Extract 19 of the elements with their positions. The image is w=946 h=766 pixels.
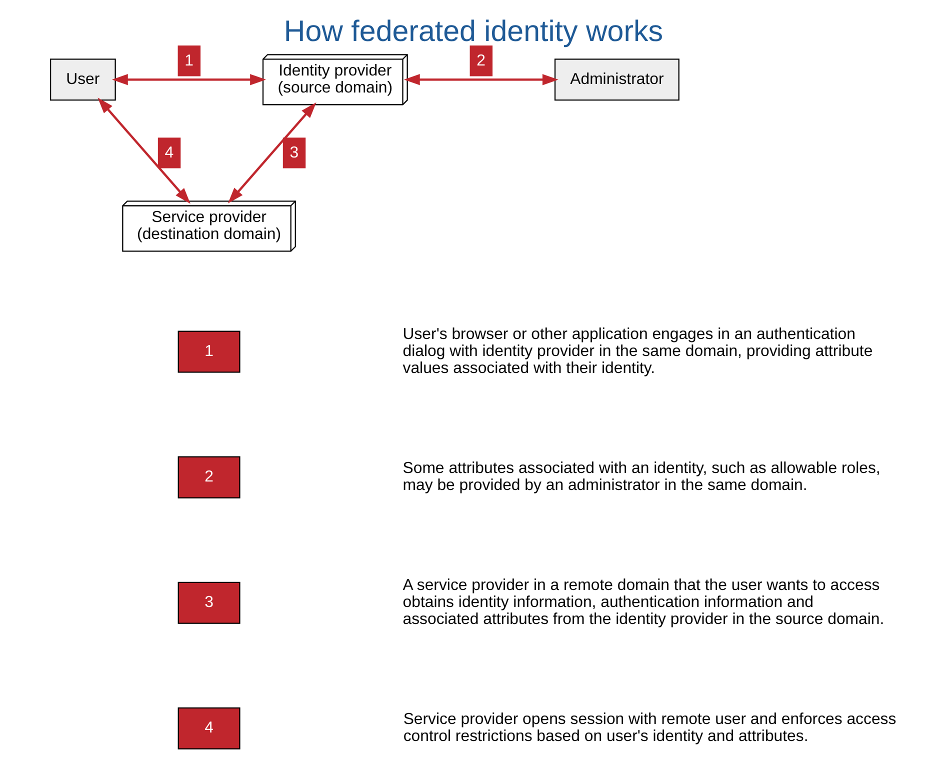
label: Service provider opens session with remote user and enforces access control restrictions based on user's identity and attributes. — [402, 711, 896, 746]
arrow — [403, 74, 558, 86]
edge-label: 4 — [164, 144, 174, 162]
arrow — [111, 74, 266, 86]
label: Some attributes associated with an identity, such as allowable roles, may be provided by an administrator in the same domain. — [402, 460, 880, 494]
node-box: User — [49, 58, 116, 101]
label: User's browser or other application engages in an authentication dialog with identity provider in the same domain, providing attribute values associated with their identity. — [402, 326, 872, 377]
edge-label: 3 — [289, 144, 298, 162]
label: 1 — [204, 342, 213, 360]
edge-label: 2 — [476, 52, 485, 70]
arrow — [227, 102, 316, 204]
edge-label: 1 — [184, 52, 193, 70]
label: A service provider in a remote domain that the user wants to access obtains identity information, authentication information and associated attributes from the identity provider in the source domain. — [402, 577, 884, 628]
label: 3 — [204, 594, 213, 612]
arrow — [97, 98, 190, 204]
label: 4 — [204, 720, 213, 737]
diagram-title: How federated identity works — [283, 14, 663, 48]
node-box: Administrator — [554, 58, 679, 101]
label: 2 — [204, 468, 213, 486]
